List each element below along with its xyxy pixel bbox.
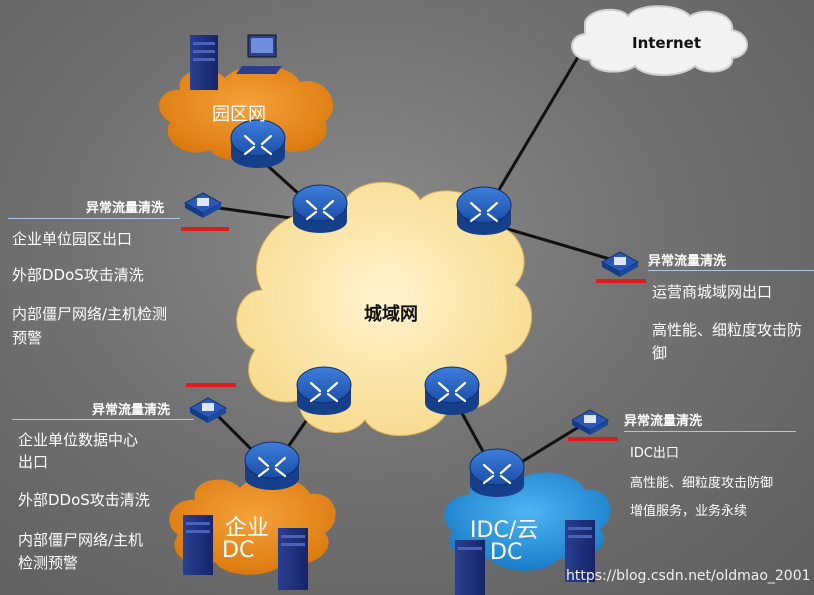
left-top-item: 预警 [12,329,43,347]
server-icon [190,35,218,90]
router-icon [244,441,300,490]
right-top-item: 御 [652,344,668,362]
internet-cloud [571,5,748,76]
campus-cloud-label: 园区网 [212,104,266,125]
scrubbing-label: 异常流量清洗 [624,414,703,429]
left-top-item: 外部DDoS攻击清洗 [12,266,144,284]
router-icon [230,119,286,168]
divider [12,419,194,420]
right-top-item: 运营商城域网出口 [652,283,773,301]
scrubbing-label: 异常流量清洗 [648,254,727,269]
scrubbing-label: 异常流量清洗 [86,201,165,216]
alert-bar [186,383,236,387]
router-icon [456,186,512,235]
alert-bar [181,227,229,231]
enterprise-dc-label-line2: DC [222,538,255,563]
scrubbing-device-icon [570,409,610,435]
router-icon [424,366,480,415]
alert-bar [596,279,646,283]
router-icon [296,366,352,415]
left-bottom-item: 内部僵尸网络/主机 [18,531,144,549]
idc-cloud-label-line2: DC [490,540,523,565]
metro-cloud-label: 城域网 [364,304,418,325]
right-bottom-item: 增值服务，业务永续 [630,504,748,519]
router-icon [469,448,525,497]
scrubbing-device-icon [188,397,228,423]
divider [8,218,180,219]
server-icon [278,528,308,590]
left-top-item: 企业单位园区出口 [12,230,133,248]
left-bottom-item: 检测预警 [18,554,79,572]
server-icon [455,540,485,595]
watermark: https://blog.csdn.net/oldmao_2001 [566,568,811,584]
divider [648,270,814,271]
router-icon [292,184,348,233]
internet-cloud-label: Internet [632,34,702,52]
left-top-item: 内部僵尸网络/主机检测 [12,305,168,323]
scrubbing-device-icon [183,192,223,218]
workstation-icon [236,34,282,74]
scrubbing-label: 异常流量清洗 [92,403,171,418]
right-bottom-item: IDC出口 [630,446,679,461]
scrubbing-device-icon [600,251,640,277]
idc-cloud-label-line1: IDC/云 [470,518,539,543]
right-top-item: 高性能、细粒度攻击防 [652,321,803,339]
left-bottom-item: 出口 [18,453,49,471]
enterprise-dc-label-line1: 企业 [225,516,270,541]
alert-bar [568,437,618,441]
server-icon [565,520,595,582]
right-bottom-item: 高性能、细粒度攻击防御 [630,476,774,491]
divider [624,431,796,432]
left-bottom-item: 外部DDoS攻击清洗 [18,491,150,509]
server-icon [183,515,213,575]
left-bottom-item: 企业单位数据中心 [18,431,139,449]
